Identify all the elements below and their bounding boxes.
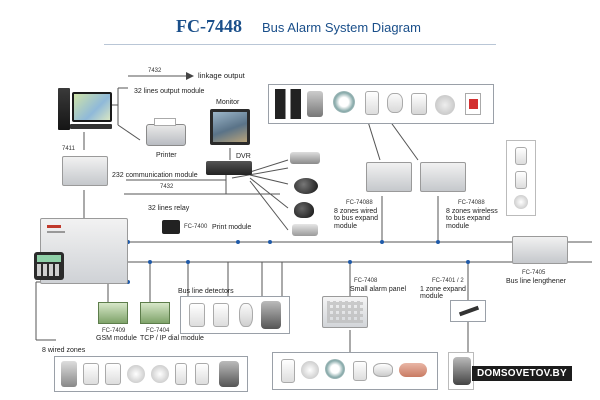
outdoor-detector-icon	[307, 91, 323, 117]
wired-expand-label: 8 zones wired to bus expand module	[334, 208, 378, 230]
small-panel-glass-icon	[353, 361, 367, 381]
wireless-pet-pir-icon	[515, 171, 527, 189]
wireless-detector-group	[268, 84, 494, 124]
wired-door-contact-icon	[175, 363, 187, 385]
printer-paper-icon	[154, 118, 176, 126]
fire-button-icon	[465, 93, 481, 115]
zone-expand-detector-icon	[453, 357, 471, 385]
wired-zone-detector-group	[54, 356, 248, 392]
wireless-expand-module-icon	[420, 162, 466, 192]
small-panel-remote-icon	[373, 363, 393, 377]
zone-expand-code: FC-7401 / 2	[432, 278, 464, 284]
wired-zones-label: 8 wired zones	[42, 347, 86, 354]
bus-pir-icon	[189, 303, 205, 327]
zone-expand-cable-icon	[458, 305, 480, 317]
tcp-label: TCP / IP dial module	[140, 335, 204, 342]
wireless-expand-code: FC-74088	[458, 200, 485, 206]
small-panel-smoke-icon	[301, 361, 319, 379]
print-module-code: FC-7400	[184, 224, 208, 230]
bus-pet-pir-icon	[213, 303, 229, 327]
ceiling-detector-icon	[333, 91, 355, 113]
comm-module-code: 7411	[62, 146, 75, 152]
pet-pir-icon	[387, 93, 403, 113]
small-panel-keyfob-icon	[399, 363, 427, 377]
monitor-label: Monitor	[216, 99, 240, 106]
small-panel-pir-icon	[281, 359, 295, 383]
pc-monitor-icon	[72, 92, 112, 122]
wired-pet-pir-icon	[105, 363, 121, 385]
bus-outdoor-detector-icon	[261, 301, 281, 329]
diagram-title: Bus Alarm System Diagram	[262, 20, 421, 35]
zone-expand-module-box	[450, 300, 486, 322]
wired-outdoor-detector-icon	[219, 361, 239, 387]
printer-icon	[146, 124, 186, 146]
pir-detector-icon	[365, 91, 379, 115]
dvr-recorder-icon	[206, 161, 252, 175]
smoke-detector-icon	[435, 95, 455, 115]
output-module-code: 7432	[148, 68, 162, 74]
bus-dual-detector-icon	[239, 303, 253, 327]
lengthener-label: Bus line lengthener	[506, 278, 566, 285]
small-panel-ceiling-icon	[325, 359, 345, 379]
gsm-label: GSM module	[96, 335, 137, 342]
small-panel-label: Small alarm panel	[350, 286, 407, 293]
keyboard-icon	[70, 124, 112, 129]
cctv-monitor-icon	[210, 109, 250, 145]
wired-smoke-detector-icon	[151, 365, 169, 383]
lengthener-code: FC-7405	[522, 270, 546, 276]
title-divider	[104, 44, 496, 45]
bus-detector-group	[180, 296, 290, 334]
diagram-model-number: FC-7448	[176, 16, 242, 36]
wired-outdoor-pir-icon	[61, 361, 77, 387]
keypad-icon	[34, 252, 64, 280]
wired-glass-break-icon	[195, 363, 209, 385]
mini-dome-camera-icon	[294, 202, 314, 218]
dvr-label: DVR	[236, 153, 251, 160]
wired-pir-icon	[83, 363, 99, 385]
wired-ceiling-detector-icon	[127, 365, 145, 383]
wireless-pir-icon	[515, 147, 527, 165]
dome-camera-icon	[294, 178, 318, 194]
relay-label: 32 lines relay	[148, 205, 190, 212]
tcp-code: FC-7404	[146, 328, 170, 334]
watermark: DOMSOVETOV.BY	[472, 366, 572, 381]
output-module-label: 32 lines output module	[134, 88, 205, 95]
comm-module-icon	[62, 156, 108, 186]
wireless-detector-column	[506, 140, 536, 216]
wireless-smoke-icon	[514, 195, 528, 209]
linkage-output-label: linkage output	[198, 71, 245, 80]
relay-code: 7432	[160, 184, 174, 190]
tcp-module-icon	[140, 302, 170, 324]
comm-module-label: 232 communication module	[112, 172, 198, 179]
beam-detector-icon	[275, 89, 301, 119]
small-panel-code: FC-7408	[354, 278, 378, 284]
printer-label: Printer	[156, 152, 177, 159]
zone-expand-label: 1 zone expand module	[420, 286, 466, 301]
pc-tower-icon	[58, 88, 70, 130]
small-panel-detector-group	[272, 352, 438, 390]
wireless-expand-label: 8 zones wireless to bus expand module	[446, 208, 498, 230]
bullet-camera-icon	[290, 152, 320, 164]
small-alarm-panel-icon	[322, 296, 368, 328]
bus-lengthener-icon	[512, 236, 568, 264]
wired-expand-module-icon	[366, 162, 412, 192]
bus-detectors-label: Bus line detectors	[178, 288, 234, 295]
box-camera-icon	[292, 224, 318, 236]
print-module-label: Print module	[212, 224, 252, 231]
glass-break-icon	[411, 93, 427, 115]
print-module-icon	[162, 220, 180, 234]
gsm-code: FC-7409	[102, 328, 126, 334]
gsm-module-icon	[98, 302, 128, 324]
zone-expand-detector-box	[448, 352, 474, 390]
wired-expand-code: FC-74088	[346, 200, 373, 206]
